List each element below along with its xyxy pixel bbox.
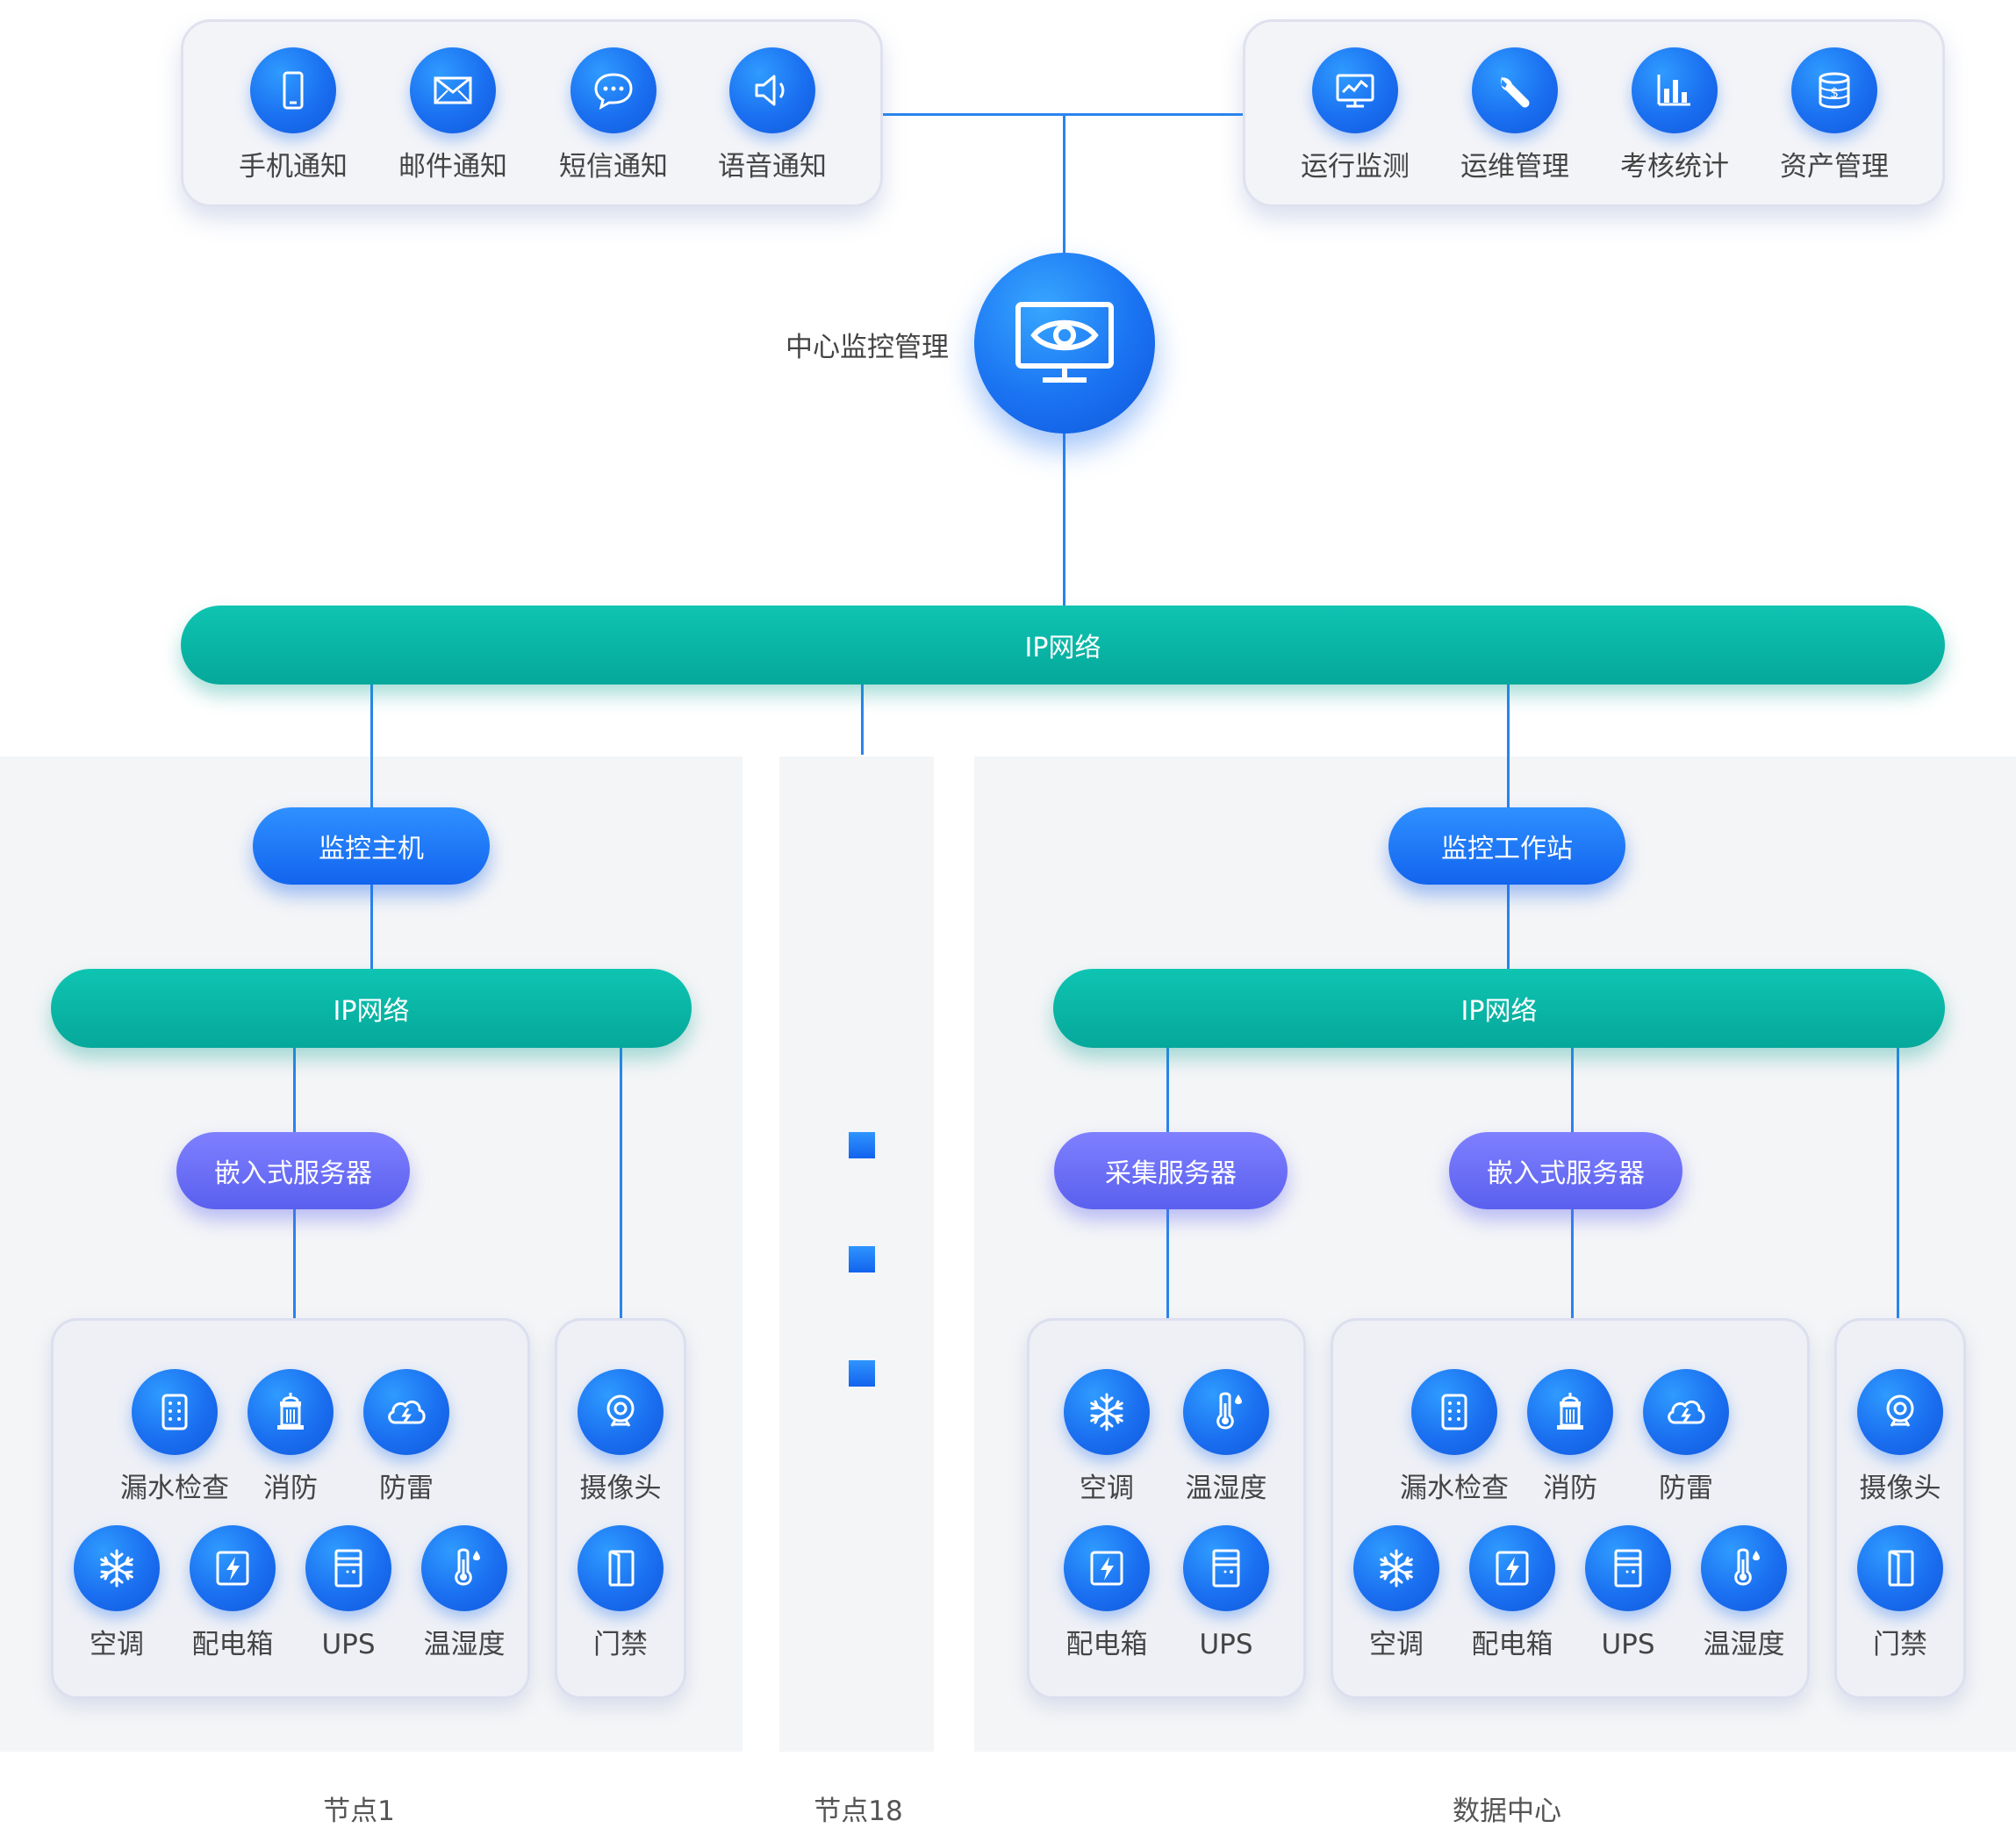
snowflake-icon (1064, 1369, 1150, 1455)
speaker-icon (729, 47, 815, 133)
voice-notify-label: 语音通知 (718, 151, 827, 183)
camera-label: 摄像头 (1859, 1473, 1941, 1504)
power-label: 配电箱 (1471, 1629, 1553, 1660)
leak-label: 漏水检查 (1400, 1473, 1509, 1504)
power-box-icon (190, 1525, 276, 1611)
ellipsis-dot (849, 1132, 875, 1158)
connector (1507, 685, 1510, 807)
door-icon (1857, 1525, 1943, 1611)
mail-icon (410, 47, 496, 133)
door-icon (578, 1525, 664, 1611)
center-monitor-label: 中心监控管理 (786, 332, 949, 363)
asset-label: 资产管理 (1780, 151, 1889, 183)
fire-hydrant-icon (248, 1369, 334, 1455)
temp-label: 温湿度 (1185, 1473, 1267, 1504)
ip-network-datacenter: IP网络 (1053, 969, 1945, 1048)
snowflake-icon (74, 1525, 160, 1611)
bar-chart-icon (1632, 47, 1718, 133)
chat-icon (570, 47, 656, 133)
dc-groupA-box (1027, 1318, 1306, 1699)
lightning-label: 防雷 (1659, 1473, 1713, 1504)
eye-monitor-icon (1015, 302, 1114, 383)
ip-network-node1: IP网络 (51, 969, 692, 1048)
temp-label: 温湿度 (1703, 1629, 1785, 1660)
connector (1063, 430, 1065, 606)
embedded-server-pill: 嵌入式服务器 (1449, 1132, 1682, 1209)
temp-label: 温湿度 (423, 1629, 506, 1660)
connector (1507, 885, 1510, 972)
fire-label: 消防 (1543, 1473, 1597, 1504)
mail-notify-label: 邮件通知 (398, 151, 507, 183)
wrench-icon (1472, 47, 1558, 133)
leak-detector-icon (132, 1369, 218, 1455)
power-box-icon (1064, 1525, 1150, 1611)
ups-icon (1183, 1525, 1269, 1611)
connector (1166, 1046, 1169, 1134)
connector (370, 885, 373, 972)
thermometer-icon (1183, 1369, 1269, 1455)
monitor-workstation-pill: 监控工作站 (1388, 807, 1625, 885)
ups-label: UPS (1199, 1629, 1253, 1660)
ups-label: UPS (1601, 1629, 1655, 1660)
connector (293, 1046, 296, 1134)
connector (861, 685, 864, 755)
ups-icon (305, 1525, 391, 1611)
connector (1063, 113, 1065, 254)
ac-label: 空调 (90, 1629, 144, 1660)
power-label: 配电箱 (1065, 1629, 1148, 1660)
connector (620, 1046, 622, 1318)
embedded-server-pill: 嵌入式服务器 (176, 1132, 410, 1209)
monitor-label: 运行监测 (1301, 151, 1410, 183)
connector (1571, 1046, 1574, 1134)
node1-title: 节点1 (323, 1796, 395, 1827)
ac-label: 空调 (1369, 1629, 1424, 1660)
node18-title: 节点18 (814, 1796, 903, 1827)
stats-label: 考核统计 (1620, 151, 1729, 183)
sms-notify-label: 短信通知 (559, 151, 668, 183)
ellipsis-dot (849, 1360, 875, 1387)
collect-server-pill: 采集服务器 (1054, 1132, 1288, 1209)
coins-icon (1791, 47, 1877, 133)
thermometer-icon (1701, 1525, 1787, 1611)
connector (293, 1209, 296, 1318)
camera-icon (578, 1369, 664, 1455)
ellipsis-dot (849, 1246, 875, 1272)
fire-hydrant-icon (1527, 1369, 1613, 1455)
leak-label: 漏水检查 (120, 1473, 229, 1504)
lightning-cloud-icon (363, 1369, 449, 1455)
ups-label: UPS (321, 1629, 376, 1660)
phone-notify-label: 手机通知 (239, 151, 348, 183)
ups-icon (1585, 1525, 1671, 1611)
power-box-icon (1469, 1525, 1555, 1611)
datacenter-title: 数据中心 (1453, 1796, 1561, 1827)
fire-label: 消防 (263, 1473, 318, 1504)
lightning-cloud-icon (1643, 1369, 1729, 1455)
snowflake-icon (1353, 1525, 1439, 1611)
camera-icon (1857, 1369, 1943, 1455)
camera-label: 摄像头 (579, 1473, 662, 1504)
connector (1897, 1046, 1899, 1318)
phone-icon (250, 47, 336, 133)
monitor-host-pill: 监控主机 (253, 807, 490, 885)
connector (370, 685, 373, 807)
power-label: 配电箱 (191, 1629, 274, 1660)
connector (1571, 1209, 1574, 1318)
door-label: 门禁 (1873, 1629, 1927, 1660)
door-label: 门禁 (593, 1629, 648, 1660)
ac-label: 空调 (1080, 1473, 1134, 1504)
monitor-chart-icon (1312, 47, 1398, 133)
center-monitor-node (974, 253, 1155, 434)
ops-label: 运维管理 (1460, 151, 1569, 183)
thermometer-icon (421, 1525, 507, 1611)
lightning-label: 防雷 (379, 1473, 434, 1504)
connector (1166, 1209, 1169, 1318)
ip-network-top: IP网络 (181, 606, 1945, 685)
leak-detector-icon (1411, 1369, 1497, 1455)
